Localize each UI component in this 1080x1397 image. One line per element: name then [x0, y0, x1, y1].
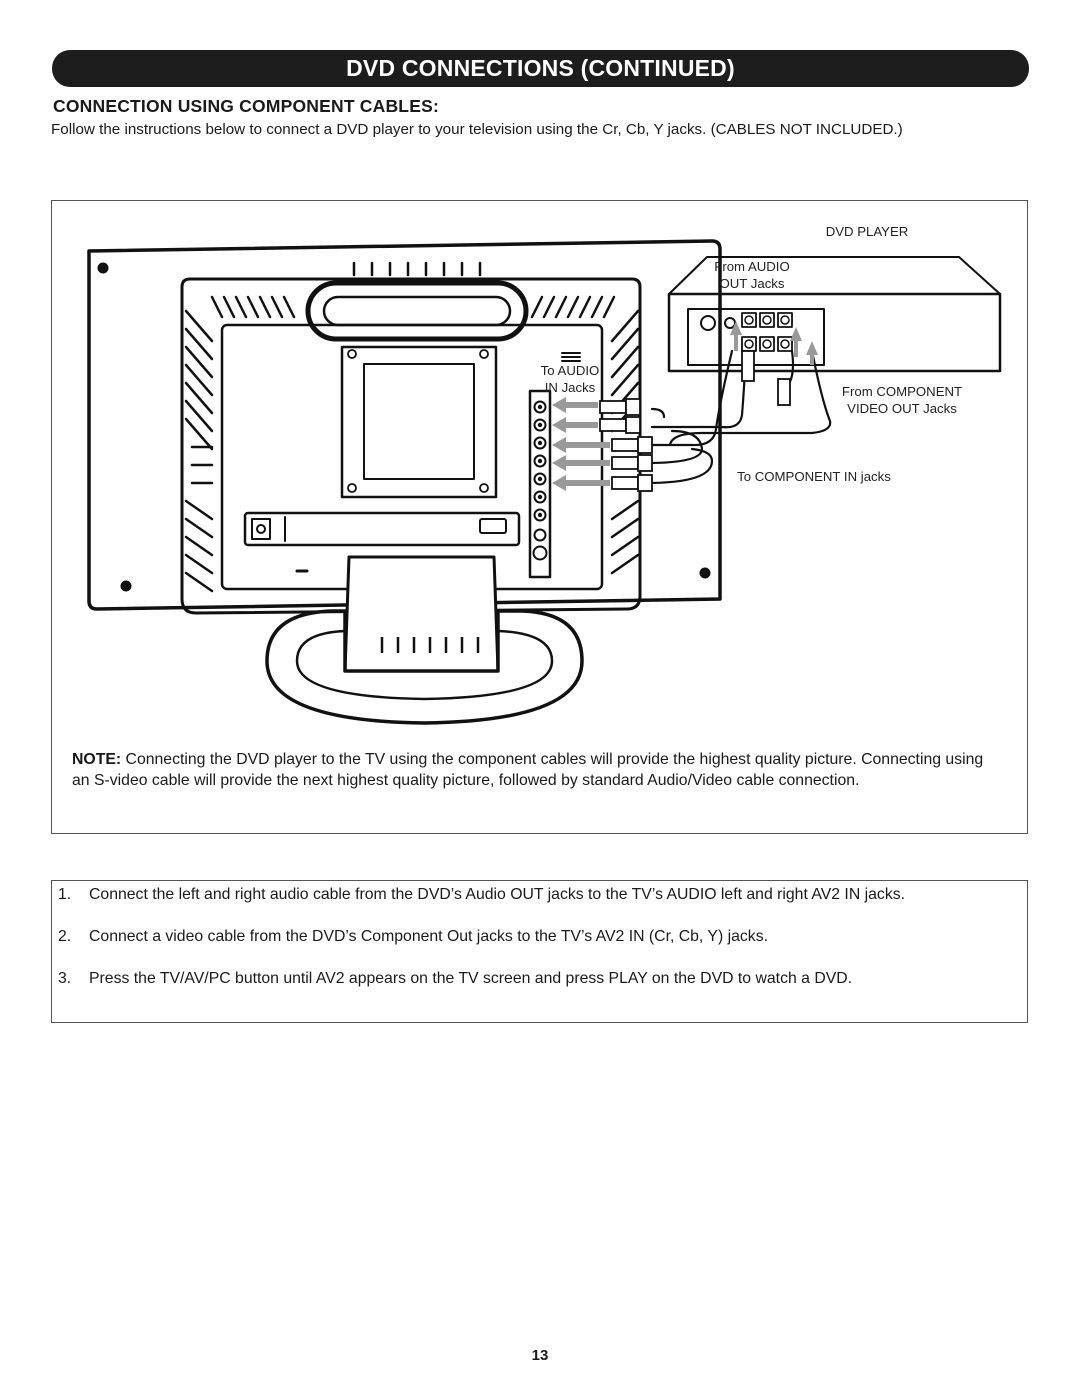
from-component-label-line1: From COMPONENT: [841, 384, 963, 399]
from-audio-label-line1: From AUDIO: [714, 259, 790, 274]
connection-diagram: DVD PLAYER From AUDIO OUT Jacks To AUDIO…: [51, 200, 1028, 834]
section-title: CONNECTION USING COMPONENT CABLES:: [53, 96, 439, 116]
step-text: Press the TV/AV/PC button until AV2 appe…: [89, 970, 853, 987]
from-component-label-line2: VIDEO OUT Jacks: [847, 401, 957, 416]
page-number: 13: [531, 1347, 549, 1364]
from-audio-label-line2: OUT Jacks: [719, 276, 785, 291]
to-audio-label-line1: To AUDIO: [540, 363, 600, 378]
page-banner: DVD CONNECTIONS (CONTINUED): [52, 50, 1029, 87]
step-text: Connect the left and right audio cable f…: [89, 886, 905, 903]
step-text: Connect a video cable from the DVD’s Com…: [89, 928, 768, 945]
dvd-player-label: DVD PLAYER: [825, 224, 909, 239]
step-number: 3.: [58, 970, 72, 987]
to-audio-label-line2: IN Jacks: [544, 380, 596, 395]
note-label: NOTE:: [72, 751, 122, 768]
step-number: 2.: [58, 928, 72, 945]
step-number: 1.: [58, 886, 72, 903]
instructions-box: 1. Connect the left and right audio cabl…: [51, 880, 1028, 1023]
to-component-label: To COMPONENT IN jacks: [737, 469, 891, 484]
note-paragraph: NOTE: Connecting the DVD player to the T…: [72, 749, 992, 791]
note-text: Connecting the DVD player to the TV usin…: [72, 751, 984, 789]
tv-dvd-illustration: [87, 239, 1002, 725]
intro-text: Follow the instructions below to connect…: [51, 121, 903, 138]
